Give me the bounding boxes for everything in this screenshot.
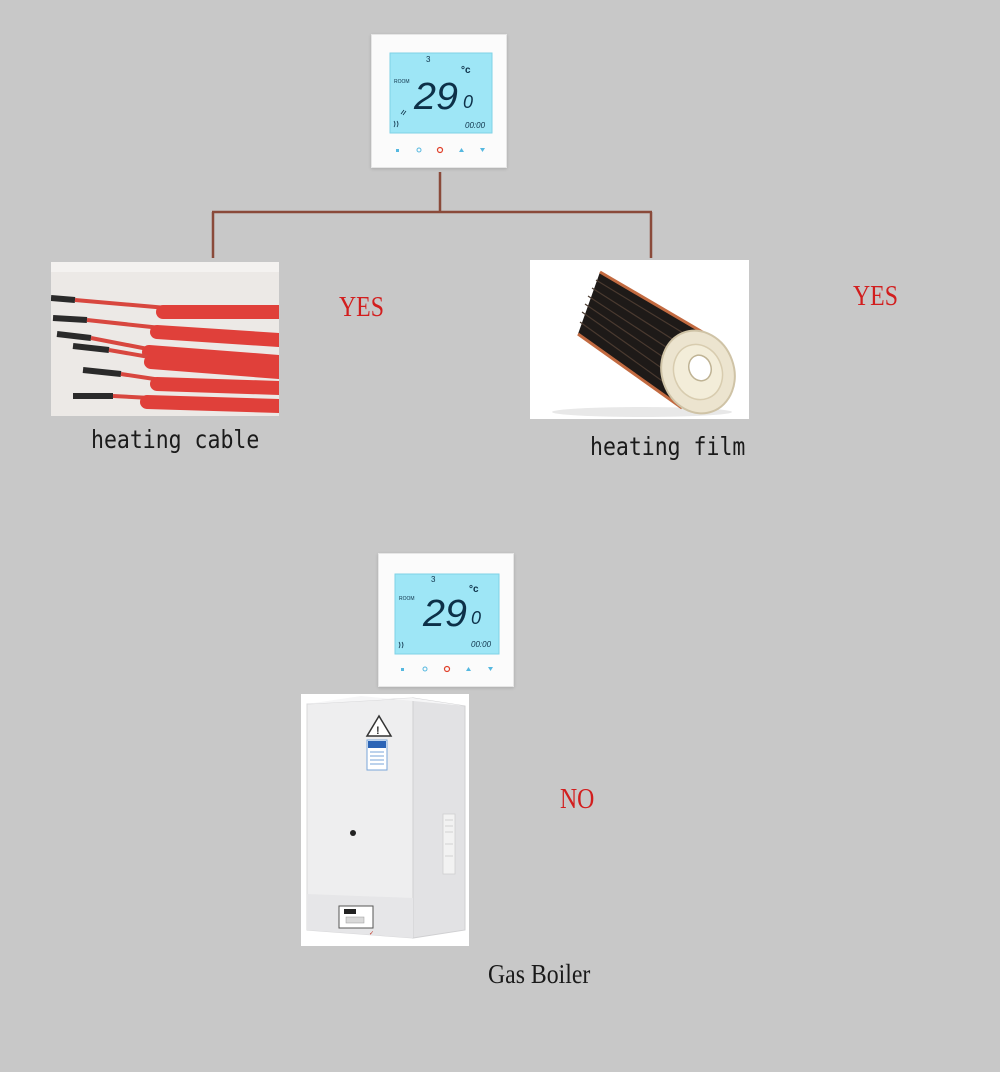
heating-film-photo (530, 260, 749, 419)
down-arrow-icon (488, 667, 493, 671)
indicator-hole (350, 830, 356, 836)
heating-film-verdict: YES (853, 280, 898, 312)
lcd-decimal: 0 (471, 608, 481, 628)
clock-button-icon (422, 666, 428, 672)
lcd-unit: °c (461, 65, 471, 76)
up-arrow-icon (459, 148, 464, 152)
heating-cable-photo (51, 262, 279, 416)
lcd-screen (394, 573, 500, 655)
menu-button-icon (401, 668, 404, 671)
lcd-decimal: 0 (463, 92, 473, 112)
lcd-room-label: ROOM (394, 79, 410, 85)
heating-cable-verdict: YES (339, 291, 384, 323)
lcd-mode-digit: 3 (426, 55, 431, 64)
down-arrow-icon (480, 148, 485, 152)
lcd-clock: 00:00 (471, 640, 492, 649)
power-button-icon (436, 146, 444, 154)
connection-wires (211, 172, 653, 258)
cable-strands (51, 295, 279, 413)
thermostat-top: 3 ROOM 29 0 °c 00:00 (371, 34, 507, 168)
gas-boiler-verdict: NO (560, 783, 595, 815)
up-arrow-icon (466, 667, 471, 671)
svg-text:✓: ✓ (369, 931, 374, 937)
lcd-fan-icon (400, 109, 407, 116)
warning-triangle-icon (365, 714, 393, 737)
svg-text:!: ! (376, 725, 380, 737)
gas-boiler-caption: Gas Boiler (488, 959, 591, 989)
lcd-screen (389, 52, 493, 134)
power-button-icon (443, 665, 451, 673)
clock-button-icon (416, 147, 422, 153)
heating-cable-caption: heating cable (91, 425, 260, 454)
lcd-clock: 00:00 (465, 121, 486, 130)
lcd-mode-digit: 3 (431, 575, 436, 584)
lcd-heat-icon (398, 641, 404, 649)
lcd-unit: °c (469, 584, 479, 595)
menu-button-icon (396, 149, 399, 152)
lcd-heat-icon (393, 120, 399, 128)
lcd-room-label: ROOM (399, 596, 415, 602)
thermostat-bottom: 3 ROOM 29 0 °c 00:00 (378, 553, 514, 687)
gas-boiler-photo: ! ✓ (301, 694, 469, 946)
heating-film-caption: heating film (590, 432, 746, 461)
lcd-temperature: 29 (413, 76, 458, 118)
lcd-temperature: 29 (422, 593, 467, 635)
